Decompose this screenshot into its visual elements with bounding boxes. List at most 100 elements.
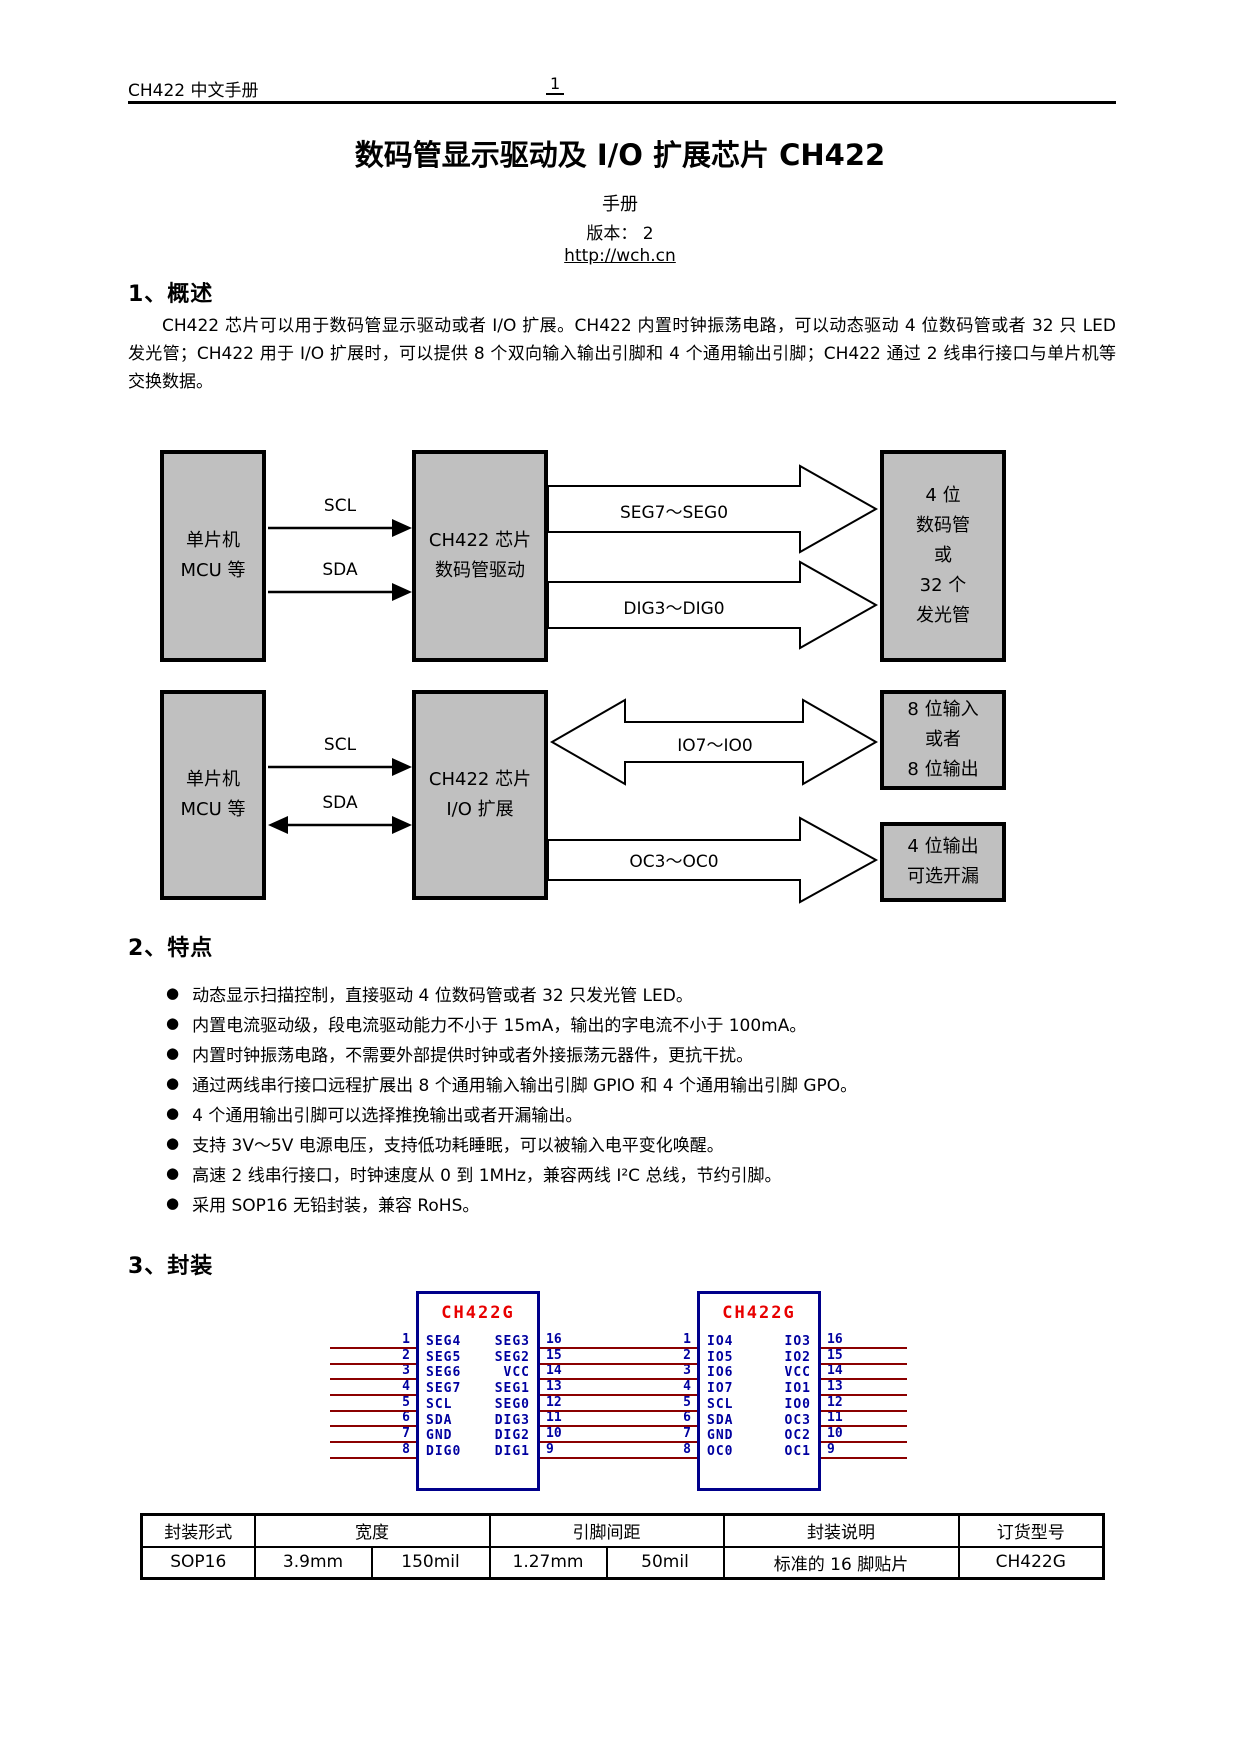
io-bus-arrow-icon [549, 698, 879, 786]
pin-lead-line [821, 1441, 907, 1443]
pin-lead-line [611, 1394, 697, 1396]
cell-package-form: SOP16 [140, 1545, 256, 1580]
pin-label: DIG0 [426, 1443, 462, 1459]
ch422-io-box: CH422 芯片 I/O 扩展 [412, 690, 548, 900]
scl-label: SCL [323, 496, 357, 516]
scl-label: SCL [323, 735, 357, 755]
pin-number: 4 [402, 1379, 410, 1394]
seg-bus-label: SEG7～SEG0 [619, 503, 729, 523]
header-width: 宽度 [253, 1513, 491, 1548]
block-diagram-display-driver: 单片机 MCU 等 CH422 芯片 数码管驱动 4 位 数码管 或 32 个 … [0, 450, 1240, 665]
cell-pitch-mil: 50mil [605, 1545, 725, 1580]
pin-label: DIG3 [494, 1412, 530, 1428]
pin-label: DIG2 [494, 1428, 530, 1444]
pin-label: IO2 [784, 1349, 811, 1365]
feature-list: ●动态显示扫描控制，直接驱动 4 位数码管或者 32 只发光管 LED。 ●内置… [166, 978, 1106, 1218]
pin-lead-line [540, 1457, 626, 1459]
pin-lead-line [821, 1378, 907, 1380]
chip-pinout-driver: 1 2 3 4 5 6 7 8 16 15 14 13 12 11 10 9 [330, 1285, 626, 1510]
package-diagrams: 1 2 3 4 5 6 7 8 16 15 14 13 12 11 10 9 [0, 1285, 1240, 1515]
table-header-row: 封装形式 宽度 引脚间距 封装说明 订货型号 [140, 1513, 1105, 1548]
pin-label: SEG0 [494, 1396, 530, 1412]
oc-bus-label: OC3～OC0 [629, 852, 719, 872]
feature-item: ● 高速 2 线串行接口，时钟速度从 0 到 1MHz，兼容两线 I²C 总线，节… [166, 1158, 1106, 1188]
pin-number: 2 [402, 1348, 410, 1363]
diagram2-connectors [268, 698, 879, 904]
pin-number: 16 [546, 1332, 562, 1347]
feature-item: ●支持 3V～5V 电源电压，支持低功耗睡眠，可以被输入电平变化唤醒。 [166, 1128, 1106, 1158]
section-heading-package: 3、封装 [128, 1254, 214, 1279]
cell-width-mm: 3.9mm [253, 1545, 373, 1580]
sda-left-arrowhead-icon [268, 816, 288, 834]
section-heading-features: 2、特点 [128, 936, 214, 961]
pin-label: SEG3 [494, 1334, 530, 1349]
pin-label: VCC [503, 1365, 530, 1381]
sda-label: SDA [322, 560, 358, 580]
header-package-desc: 封装说明 [722, 1513, 960, 1548]
diagram1-connectors [268, 464, 879, 650]
feature-text: 内置时钟振荡电路，不需要外部提供时钟或者外接振荡元器件，更抗干扰。 [192, 1045, 754, 1066]
chip-pinout-io: 1 2 3 4 5 6 7 8 16 15 14 13 12 11 10 9 [611, 1285, 907, 1510]
pin-label: SCL [707, 1396, 734, 1412]
pin-lead-line [540, 1425, 626, 1427]
pin-number: 15 [827, 1348, 843, 1363]
section-heading-overview: 1、概述 [128, 282, 214, 307]
oc-output-box: 4 位输出 可选开漏 [880, 822, 1006, 902]
sda-right-arrowhead-icon [392, 816, 412, 834]
bullet-icon: ● [166, 1164, 180, 1182]
pin-label: IO6 [707, 1365, 734, 1381]
oc-bus-arrow-icon [547, 816, 879, 904]
block-diagram-io-expander: 单片机 MCU 等 CH422 芯片 I/O 扩展 8 位输入 或者 8 位输出… [0, 690, 1240, 910]
pin-number: 2 [683, 1348, 691, 1363]
pin-number: 16 [827, 1332, 843, 1347]
pin-number: 15 [546, 1348, 562, 1363]
bullet-icon: ● [166, 1134, 180, 1152]
pin-label: OC2 [784, 1428, 811, 1444]
feature-item: ●内置电流驱动级，段电流驱动能力不小于 15mA，输出的字电流不小于 100mA… [166, 1008, 1106, 1038]
pin-label: SDA [707, 1412, 734, 1428]
website-link[interactable]: http://wch.cn [564, 246, 676, 266]
pin-lead-line [330, 1457, 416, 1459]
bullet-icon: ● [166, 1074, 180, 1092]
pin-label: IO5 [707, 1349, 734, 1365]
pin-number: 3 [683, 1363, 691, 1378]
overview-paragraph: CH422 芯片可以用于数码管显示驱动或者 I/O 扩展。CH422 内置时钟振… [128, 316, 1116, 392]
feature-item: ●动态显示扫描控制，直接驱动 4 位数码管或者 32 只发光管 LED。 [166, 978, 1106, 1008]
pin-lead-line [821, 1347, 907, 1349]
feature-text: 内置电流驱动级，段电流驱动能力不小于 15mA，输出的字电流不小于 100mA。 [192, 1015, 807, 1036]
feature-item: ● 通过两线串行接口远程扩展出 8 个通用输入输出引脚 GPIO 和 4 个通用输… [166, 1068, 1106, 1098]
header-rule [128, 101, 1116, 104]
display-load-box: 4 位 数码管 或 32 个 发光管 [880, 450, 1006, 662]
website-link-wrap: http://wch.cn [0, 246, 1240, 266]
pin-lead-line [821, 1457, 907, 1459]
pin-number: 11 [546, 1410, 562, 1425]
feature-text: 动态显示扫描控制，直接驱动 4 位数码管或者 32 只发光管 LED。 [192, 985, 693, 1006]
dig-bus-label: DIG3～DIG0 [623, 599, 725, 619]
pin-number: 1 [402, 1332, 410, 1347]
pin-lead-line [821, 1394, 907, 1396]
feature-text: 高速 2 线串行接口，时钟速度从 0 到 1MHz，兼容两线 I²C 总线，节约… [192, 1165, 782, 1186]
pin-label: VCC [784, 1365, 811, 1381]
pin-label: SEG6 [426, 1365, 462, 1381]
seg-bus-arrow-icon [547, 464, 879, 554]
ch422-driver-box: CH422 芯片 数码管驱动 [412, 450, 548, 662]
pin-lead-line [821, 1425, 907, 1427]
header-doc-title: CH422 中文手册 [128, 81, 259, 101]
pin-lead-line [330, 1347, 416, 1349]
sda-arrowhead-icon [392, 583, 412, 601]
pin-label: SEG5 [426, 1349, 462, 1365]
pin-label: GND [707, 1428, 734, 1444]
cell-width-mil: 150mil [370, 1545, 491, 1580]
pin-number: 5 [683, 1395, 691, 1410]
pin-label: SDA [426, 1412, 453, 1428]
pin-lead-line [611, 1347, 697, 1349]
chip-title: CH422G [441, 1303, 515, 1323]
feature-text: 通过两线串行接口远程扩展出 8 个通用输入输出引脚 GPIO 和 4 个通用输出… [192, 1075, 858, 1096]
pin-lead-line [821, 1410, 907, 1412]
pin-number: 4 [683, 1379, 691, 1394]
pin-label: IO0 [784, 1396, 811, 1412]
